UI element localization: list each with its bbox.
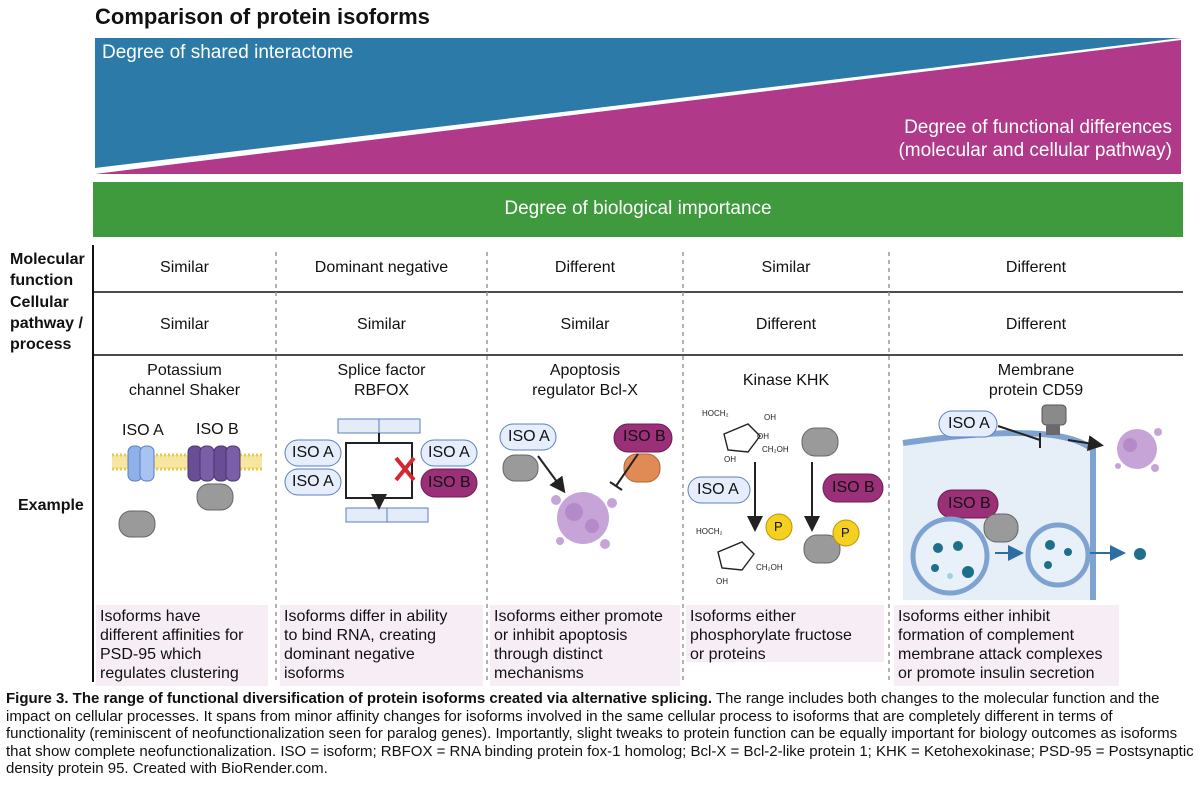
iso-a-channel-icon (127, 445, 155, 482)
psd95-icon (196, 483, 234, 511)
iso-a-pill-3 (420, 439, 478, 467)
phosphate-icon (765, 513, 793, 541)
insulin-granule-icon (1134, 548, 1146, 560)
svg-text:OH: OH (757, 432, 769, 441)
col4-phosphate-label-2: P (841, 525, 850, 540)
col5-iso-b-label: ISO B (948, 495, 991, 512)
col1-cellular: Similar (160, 316, 209, 333)
iso-a-pill (938, 410, 998, 438)
iso-a-pill (687, 476, 751, 504)
example-illustrations: HOCH₂ OH OH CH₂OH OH HOCH₂ OH CH₂OH (112, 404, 1162, 600)
gradient-bands (93, 38, 1183, 237)
apoptotic-cell-icon (551, 492, 617, 549)
biological-importance-label: Degree of biological importance (504, 198, 772, 219)
shared-interactome-label: Degree of shared interactome (102, 42, 354, 63)
figure-caption: Figure 3. The range of functional divers… (6, 690, 1194, 777)
grey-protein-icon (801, 427, 839, 457)
col1-iso-b-label: ISO B (196, 421, 239, 438)
iso-a-pill-1 (284, 439, 342, 467)
vesicle-icon (910, 516, 990, 596)
col2-iso-a-label-2: ISO A (292, 473, 334, 490)
col4-phosphate-label-1: P (774, 519, 783, 534)
functional-differences-band (95, 40, 1181, 174)
exocytosis-vesicle-icon (1025, 522, 1091, 588)
functional-differences-label: Degree of functional differences (molecu… (898, 117, 1172, 161)
figure-title: Comparison of protein isoforms (95, 4, 430, 29)
row-header-example: Example (18, 497, 84, 514)
col3-iso-b-label: ISO B (623, 428, 666, 445)
col3-cellular: Similar (560, 316, 610, 333)
col2-cellular: Similar (357, 316, 406, 333)
iso-b-pill (613, 423, 673, 453)
col4-example-title: Kinase KHK (742, 372, 830, 389)
cd59-protein-icon (1041, 404, 1067, 435)
col4-molecular: Similar (761, 259, 811, 276)
col2-iso-a-label-3: ISO A (428, 444, 470, 461)
col3-iso-a-label: ISO A (508, 428, 550, 445)
mac-cell-icon (1115, 428, 1162, 472)
iso-b-pill (822, 473, 884, 503)
red-cross-icon (394, 456, 416, 482)
col4-cellular: Different (755, 316, 817, 333)
iso-b-channel-icon (187, 445, 241, 482)
col4-iso-a-label: ISO A (697, 481, 739, 498)
svg-text:OH: OH (724, 455, 736, 464)
svg-text:CH₂OH: CH₂OH (762, 445, 789, 454)
svg-text:CH₂OH: CH₂OH (756, 563, 783, 572)
shared-interactome-band (95, 38, 1181, 168)
col5-molecular: Different (1005, 259, 1067, 276)
grey-protein-icon (803, 534, 841, 564)
col1-molecular: Similar (160, 259, 209, 276)
biological-importance-band (93, 182, 1183, 237)
col2-molecular: Dominant negative (314, 259, 449, 276)
svg-text:HOCH₂: HOCH₂ (702, 409, 729, 418)
rna-exon-icon (337, 418, 429, 523)
svg-text:HOCH₂: HOCH₂ (696, 527, 723, 536)
iso-b-pill (937, 489, 999, 519)
grey-protein-icon (983, 513, 1019, 543)
table-grid (92, 245, 1183, 682)
iso-a-pill-2 (284, 468, 342, 496)
phosphate-icon (832, 519, 860, 547)
svg-text:OH: OH (764, 413, 776, 422)
col1-iso-a-label: ISO A (122, 422, 164, 439)
svg-text:OH: OH (716, 577, 728, 586)
col3-molecular: Different (554, 259, 616, 276)
col2-iso-a-label-1: ISO A (292, 444, 334, 461)
col5-cellular: Different (1005, 316, 1067, 333)
col5-iso-a-label: ISO A (948, 415, 990, 432)
iso-b-pill (420, 468, 478, 498)
fructose-structure-icon (717, 423, 761, 571)
col2-iso-b-label: ISO B (428, 474, 471, 491)
fructose-labels: HOCH₂ OH OH CH₂OH OH HOCH₂ OH CH₂OH (696, 409, 789, 586)
grey-protein-icon (502, 454, 539, 482)
iso-a-pill (499, 423, 557, 451)
col4-iso-b-label: ISO B (832, 479, 875, 496)
psd95-icon-free (118, 510, 156, 538)
